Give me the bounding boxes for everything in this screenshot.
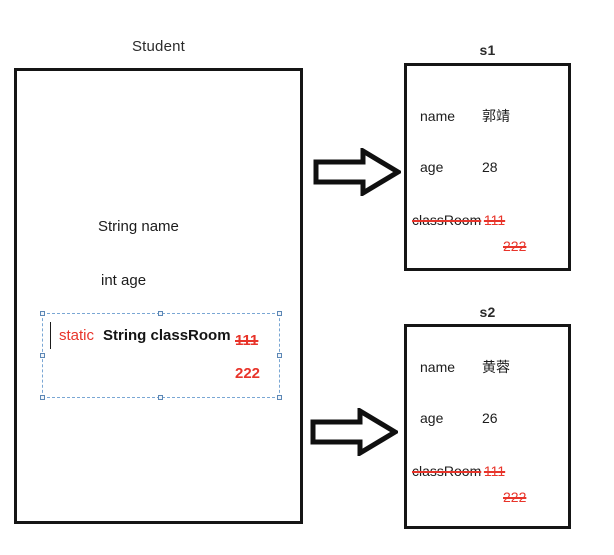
static-keyword: static: [59, 327, 95, 344]
s2-field-name: name 黄蓉: [420, 357, 510, 377]
class-member-name: String name: [98, 218, 179, 235]
s2-field-age-value: 26: [482, 410, 498, 426]
class-member-age: int age: [101, 272, 147, 289]
s2-field-classroom-value-new: 222: [503, 489, 527, 505]
resize-handle-bottom-middle[interactable]: [158, 395, 163, 400]
s2-field-classroom-value: 111: [483, 463, 506, 479]
static-field-selection-box[interactable]: static String classRoom 111 222: [40, 311, 282, 400]
static-field-declaration-row: static String classRoom: [59, 327, 231, 344]
resize-handle-top-right[interactable]: [277, 311, 282, 316]
s1-field-age-key: age: [420, 159, 444, 175]
s1-field-age-value: 28: [482, 159, 498, 175]
class-title-student: Student: [131, 38, 186, 55]
s2-field-name-key: name: [420, 359, 456, 375]
arrow-to-s2-icon: [310, 408, 398, 456]
object-box-s2: [404, 324, 571, 529]
s1-field-classroom: classRoom 111: [412, 212, 511, 228]
object-title-s2: s2: [479, 304, 496, 320]
resize-handle-bottom-left[interactable]: [40, 395, 45, 400]
s2-field-name-value: 黄蓉: [482, 360, 510, 376]
resize-handle-middle-left[interactable]: [40, 352, 45, 358]
s2-field-age: age 26: [420, 410, 498, 426]
static-value-new: 222: [235, 365, 261, 382]
resize-handle-bottom-right[interactable]: [277, 395, 282, 400]
s1-field-name-value: 郭靖: [482, 109, 510, 125]
arrow-to-s1-icon: [313, 148, 401, 196]
static-value-old: 111: [235, 332, 259, 349]
resize-handle-top-middle[interactable]: [158, 311, 163, 316]
s2-field-age-key: age: [420, 410, 444, 426]
s1-field-classroom-value-new: 222: [503, 238, 527, 254]
s1-field-classroom-value: 111: [483, 212, 506, 228]
object-title-s1: s1: [479, 42, 496, 58]
resize-handle-middle-right[interactable]: [277, 352, 282, 358]
resize-handle-top-left[interactable]: [40, 311, 45, 316]
static-field-declaration: String classRoom: [103, 327, 231, 344]
text-caret: [50, 322, 51, 349]
s1-field-name-key: name: [420, 108, 456, 124]
object-box-s1: [404, 63, 571, 271]
s2-field-classroom: classRoom 111: [412, 463, 511, 479]
class-box-student: [14, 68, 303, 524]
s2-field-classroom-key: classRoom: [412, 463, 482, 479]
s1-field-age: age 28: [420, 159, 498, 175]
s1-field-classroom-key: classRoom: [412, 212, 482, 228]
s1-field-name: name 郭靖: [420, 106, 510, 126]
